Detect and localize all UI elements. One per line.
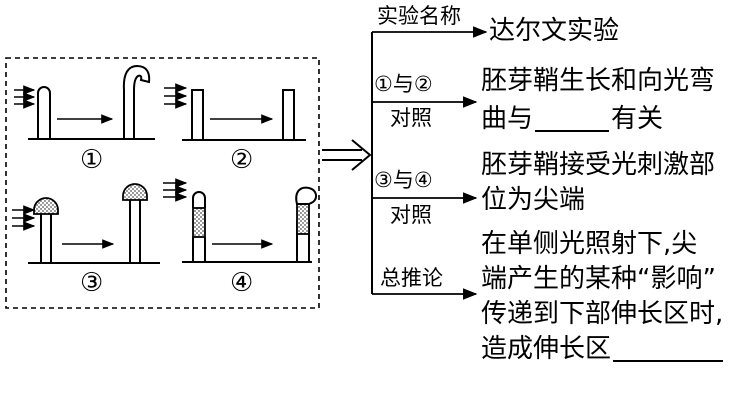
branch-text-name: 达尔文实验 [489, 16, 620, 46]
opaque-cap [33, 197, 59, 215]
branch-text-compare-1-2-line-2: 曲与 有关 [481, 106, 663, 132]
coleoptile-stem [129, 198, 141, 263]
light-arrows [163, 178, 188, 202]
branch-text-conclusion-line-2: 端产生的某种“影响” [481, 264, 716, 294]
light-arrows [12, 205, 36, 231]
panel-label-4: ④ [230, 268, 254, 298]
branch-text-compare-1-2-line-1: 胚芽鞘生长和向光弯 [481, 66, 716, 96]
panel-3 [12, 183, 160, 264]
branch-label-name: 实验名称 [377, 4, 461, 28]
experiment-frame [5, 57, 320, 309]
text-fragment: 造成伸长区 [481, 334, 612, 364]
coleoptile-before [37, 86, 51, 139]
branch-label-compare-1-2: ①与② [374, 72, 433, 96]
coleoptile-decapitated [191, 89, 204, 141]
coleoptile-decapitated-after [282, 89, 295, 141]
opaque-sleeve [296, 203, 310, 235]
panel-4 [163, 178, 318, 263]
branch-text-conclusion-line-4: 造成伸长区 [481, 334, 724, 364]
opaque-cap [122, 183, 148, 201]
double-arrow [322, 139, 372, 171]
branch-label-compare-3-4-sub: 对照 [390, 203, 432, 227]
branch-text-conclusion-line-3: 传递到下部伸长区时, [481, 299, 724, 329]
panel-label-3: ③ [80, 268, 104, 298]
panel-label-1: ① [80, 145, 104, 175]
light-arrows [14, 85, 36, 109]
branch-text-compare-3-4-line-2: 位为尖端 [481, 185, 586, 215]
text-fragment: 有关 [611, 104, 664, 134]
branch-label-compare-1-2-sub: 对照 [390, 106, 432, 130]
text-fragment: 曲与 [481, 104, 534, 134]
panel-label-2: ② [230, 145, 254, 175]
coleoptile-bent-tip [295, 186, 318, 205]
branch-text-compare-3-4-line-1: 胚芽鞘接受光刺激部 [481, 150, 716, 180]
panel-1 [14, 64, 155, 140]
coleoptile-stem [40, 213, 52, 263]
light-arrows [164, 83, 188, 109]
answer-blank [613, 338, 724, 362]
branch-text-conclusion-line-1: 在单侧光照射下,尖 [481, 229, 698, 259]
coleoptile-stem [192, 237, 206, 262]
branch-label-conclusion: 总推论 [380, 266, 443, 290]
coleoptile-tip [192, 191, 206, 208]
panel-2 [164, 83, 306, 141]
coleoptile-bent [122, 64, 151, 139]
answer-blank [535, 108, 610, 132]
branch-label-compare-3-4: ③与④ [374, 168, 433, 192]
opaque-sleeve [192, 207, 206, 238]
